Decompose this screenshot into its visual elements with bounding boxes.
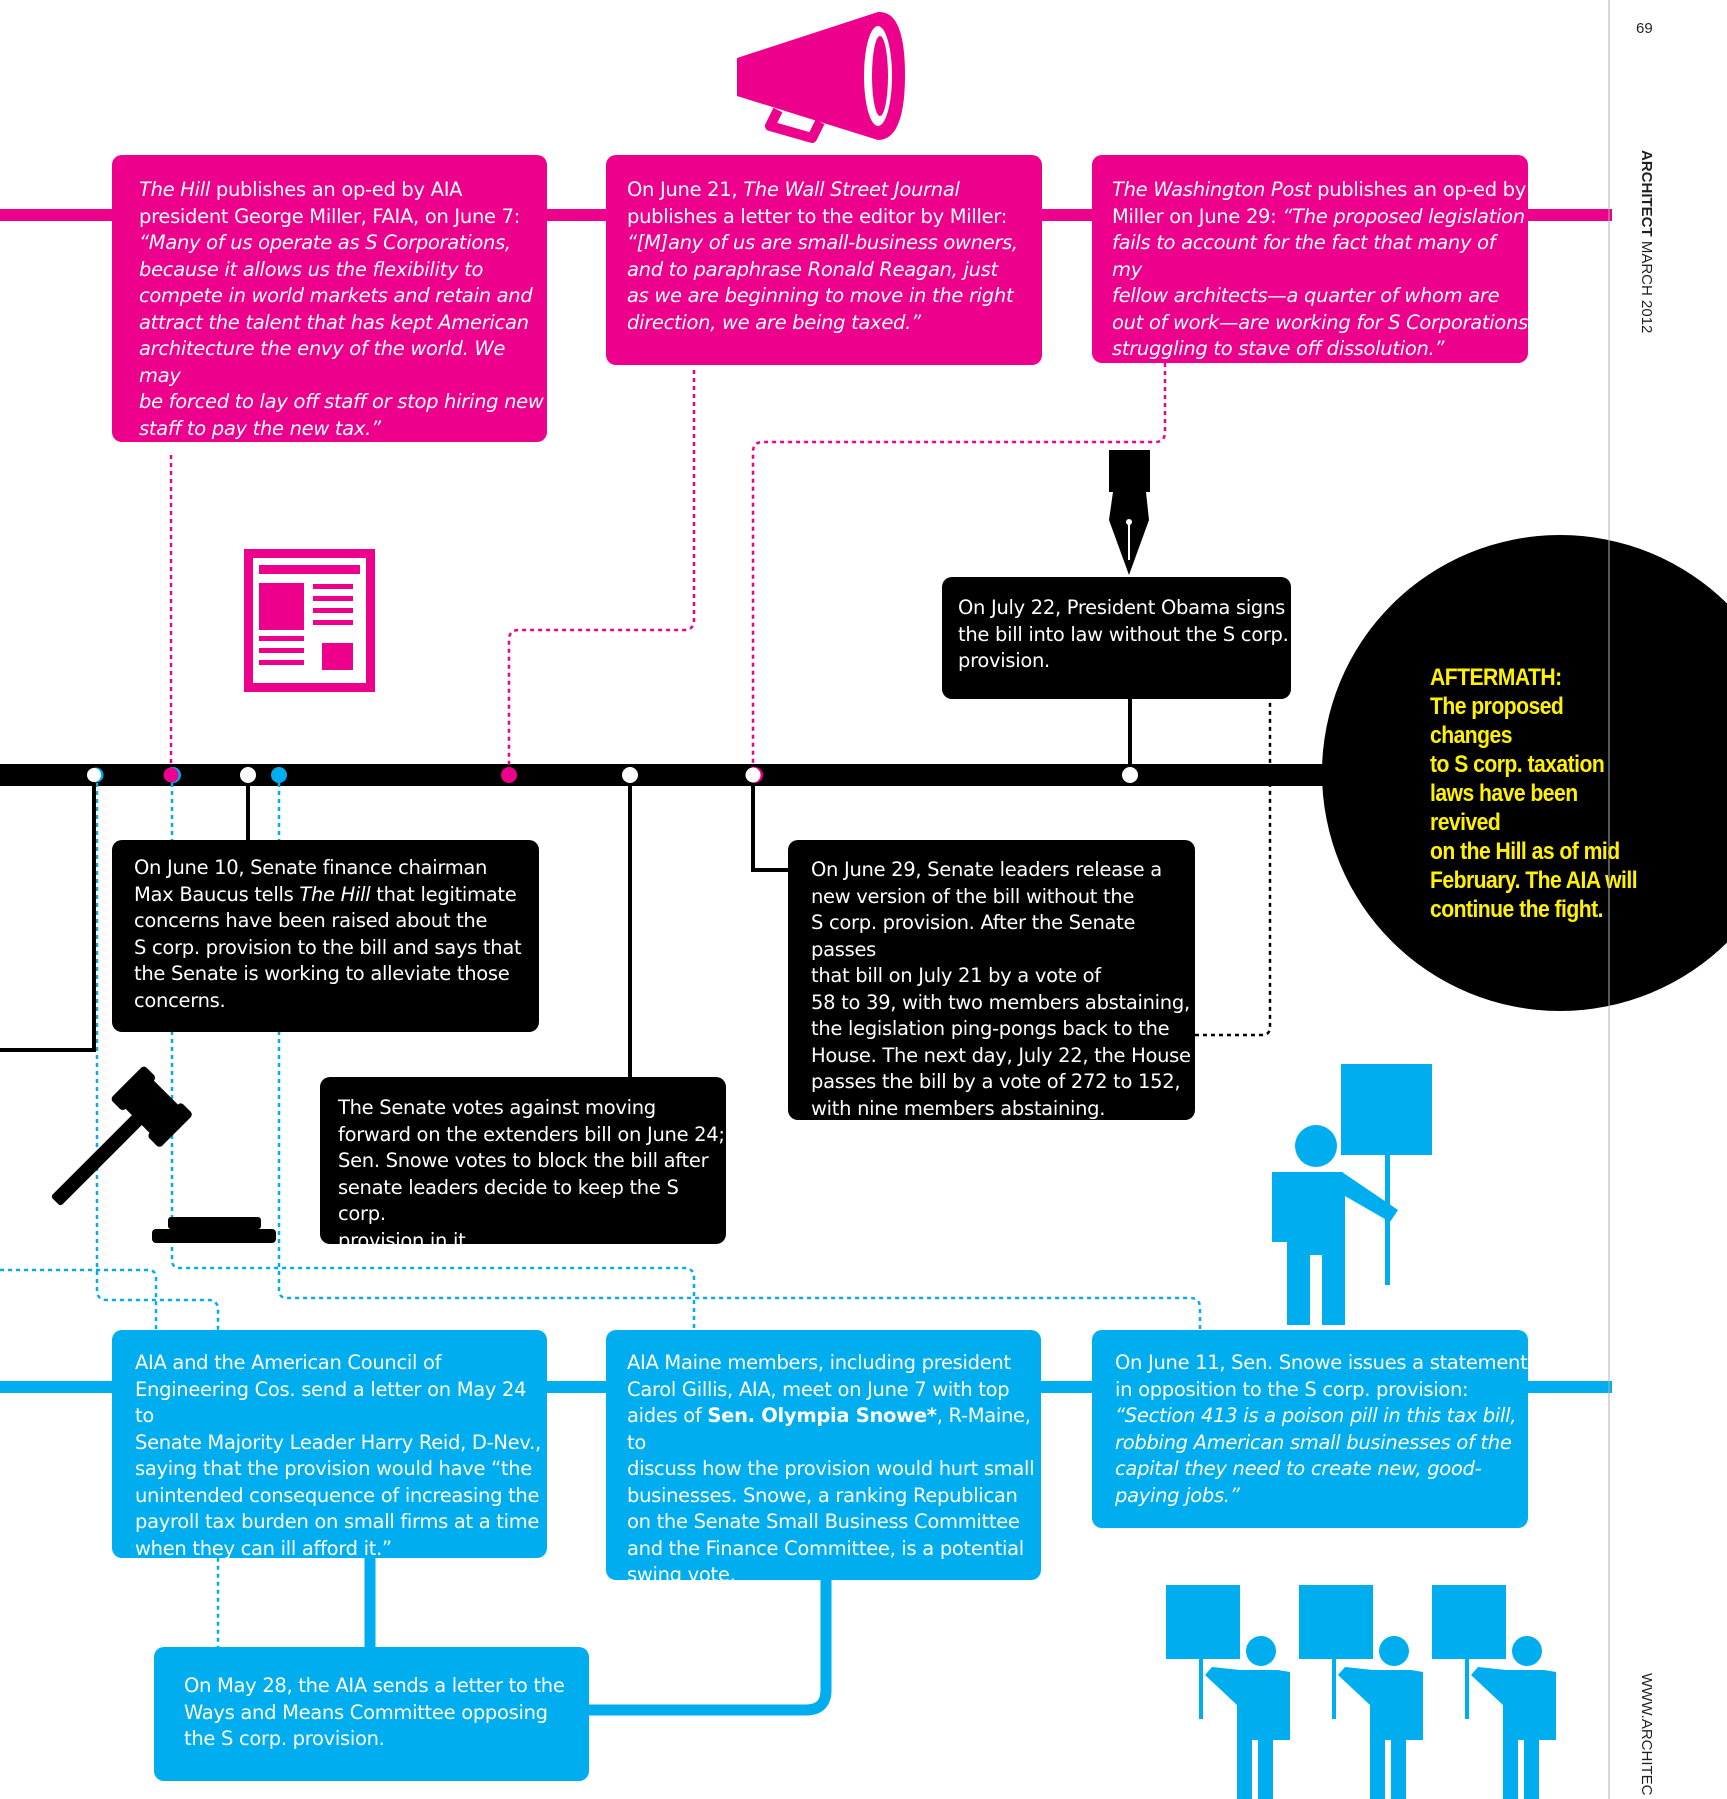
event-june29-bill: On June 29, Senate leaders release a new…	[788, 840, 1195, 1120]
publication-name: The Washington Post	[1112, 178, 1312, 201]
senator-name: Sen. Olympia Snowe*	[707, 1404, 937, 1427]
event-text: On June 21,	[627, 178, 744, 201]
quote: “Many of us operate as S Corporations, b…	[139, 231, 544, 440]
event-text: that legitimate concerns have been raise…	[134, 882, 522, 1012]
event-senate-vote: The Senate votes against moving forward …	[320, 1077, 726, 1252]
event-wapo-oped: The Washington Post publishes an op-ed b…	[1092, 155, 1528, 363]
black-connectors	[0, 695, 1132, 1077]
aftermath-heading: AFTERMATH:	[1430, 664, 1562, 691]
black-dotted-connector	[1195, 700, 1272, 1037]
event-text: AIA Maine members, including president C…	[627, 1351, 1011, 1427]
event-wsj-letter: On June 21, The Wall Street Journal publ…	[606, 155, 1042, 365]
dot-june24	[622, 767, 638, 783]
event-acec-letter: AIA and the American Council of Engineer…	[112, 1330, 547, 1560]
quote: “Section 413 is a poison pill in this ta…	[1115, 1404, 1517, 1507]
magazine-url: WWW.ARCHITEC	[1638, 1673, 1655, 1796]
dot-june21	[501, 767, 517, 783]
event-text: The Senate votes against moving forward …	[338, 1096, 725, 1252]
pink-connectors	[169, 363, 1167, 775]
aftermath-circle	[1322, 535, 1727, 1011]
quote: “[M]any of us are small-business owners,…	[627, 231, 1018, 334]
event-baucus: On June 10, Senate finance chairman Max …	[112, 840, 539, 1032]
event-text: On June 10, Senate finance chairman Max …	[134, 856, 488, 906]
event-may28-letter: On May 28, the AIA sends a letter to the…	[154, 1647, 589, 1781]
timeline-dots	[87, 767, 1138, 783]
event-text: On May 28, the AIA sends a letter to the…	[184, 1674, 565, 1750]
event-text: On June 29, Senate leaders release a new…	[811, 858, 1191, 1120]
event-text: On July 22, President Obama signs the bi…	[958, 596, 1289, 672]
event-aia-maine: AIA Maine members, including president C…	[606, 1330, 1041, 1586]
event-text: publishes an op-ed by Miller on June 29:	[1112, 178, 1526, 228]
publication-name: The Wall Street Journal	[743, 178, 960, 201]
event-text: , R-Maine, to discuss how the provision …	[627, 1404, 1035, 1586]
dot-june10	[240, 767, 256, 783]
publication-name: The Hill	[299, 882, 371, 906]
event-text: On June 11, Sen. Snowe issues a statemen…	[1115, 1351, 1528, 1401]
event-text: AIA and the American Council of Engineer…	[135, 1351, 541, 1560]
publication-name: The Hill	[139, 178, 210, 201]
magazine-name: ARCHITECT	[1638, 150, 1655, 237]
blue-solid-connectors	[364, 1555, 832, 1716]
event-text: publishes an op-ed by AIA president Geor…	[139, 178, 520, 228]
magazine-issue: ARCHITECT MARCH 2012	[1638, 150, 1655, 333]
page-number: 69	[1636, 20, 1653, 37]
aftermath-text: AFTERMATH: The proposed changes to S cor…	[1430, 663, 1641, 924]
dot-july22	[1122, 767, 1138, 783]
quote: “The proposed legislation fails to accou…	[1112, 204, 1528, 361]
issue-date: MARCH 2012	[1638, 240, 1655, 334]
event-snowe-statement: On June 11, Sen. Snowe issues a statemen…	[1092, 1330, 1528, 1528]
event-text: publishes a letter to the editor by Mill…	[627, 204, 1007, 228]
blue-connectors	[0, 775, 1202, 1650]
aftermath-body: The proposed changes to S corp. taxation…	[1430, 693, 1638, 923]
event-obama-signs: On July 22, President Obama signs the bi…	[942, 577, 1291, 699]
dot-june11	[271, 767, 287, 783]
event-hill-oped: The Hill publishes an op-ed by AIA presi…	[112, 155, 547, 442]
